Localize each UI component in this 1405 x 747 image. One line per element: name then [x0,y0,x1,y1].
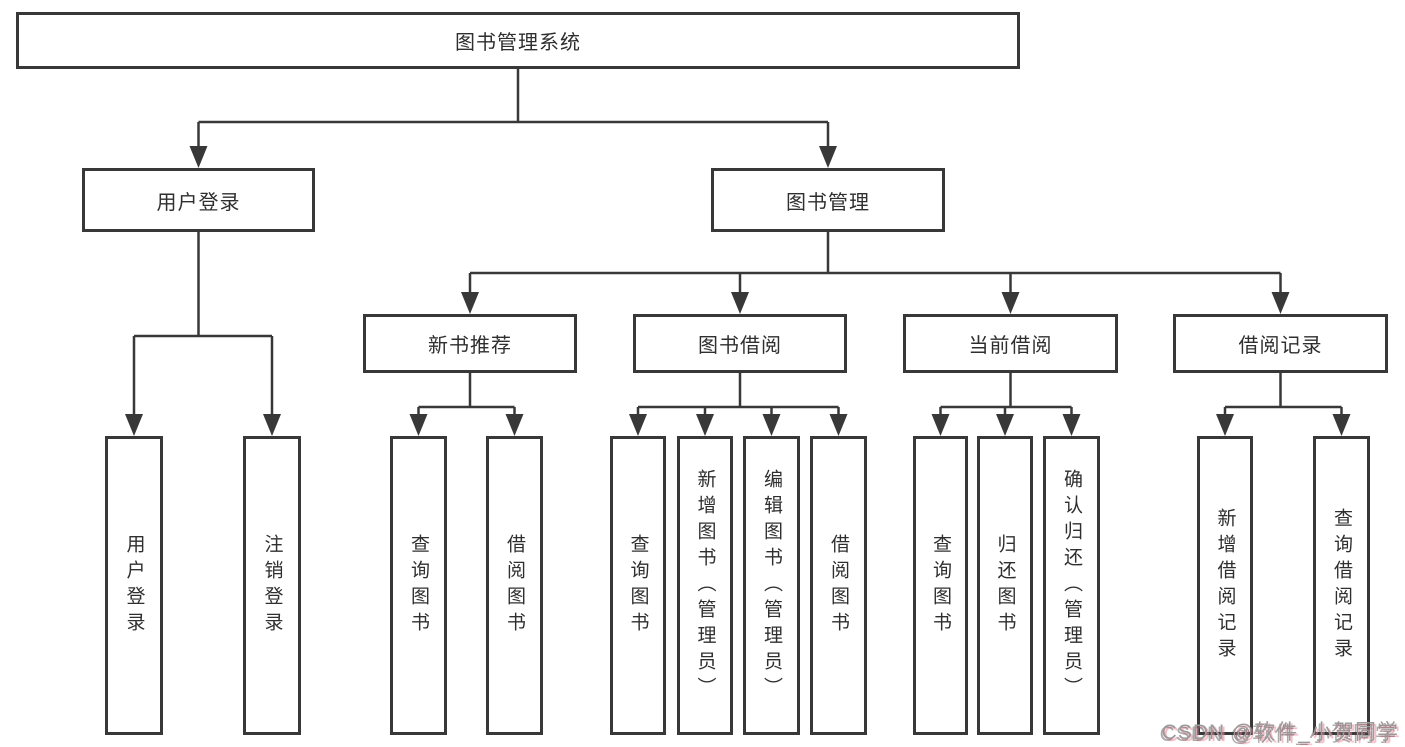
node-label: 查询图书 [627,533,649,638]
leaf-confirm-return-admin: 确认归还（管理员） [1043,436,1100,735]
node-label: 新书推荐 [428,335,512,357]
node-label: 确认归还（管理员） [1061,468,1082,703]
node-current-borrowing: 当前借阅 [903,314,1118,373]
node-label: 借阅记录 [1238,335,1323,357]
node-label: 当前借阅 [968,335,1053,357]
node-label: 归还图书 [994,533,1016,638]
leaf-edit-books-admin: 编辑图书（管理员） [743,436,800,735]
leaf-logout: 注销登录 [243,436,301,735]
leaf-query-borrow-record: 查询借阅记录 [1313,436,1370,735]
node-label: 借阅图书 [504,533,525,638]
node-library-management-system: 图书管理系统 [16,12,1020,69]
node-label: 图书管理 [786,191,870,214]
node-label: 查询图书 [930,533,951,638]
node-book-management: 图书管理 [711,168,945,232]
node-new-book-recommendation: 新书推荐 [363,314,577,373]
node-label: 图书借阅 [698,335,782,357]
leaf-add-books-admin: 新增图书（管理员） [677,436,733,735]
leaf-user-login: 用户登录 [105,436,163,735]
leaf-query-books-current: 查询图书 [913,436,968,735]
node-label: 编辑图书（管理员） [761,468,782,703]
node-label: 借阅图书 [828,533,849,638]
node-label: 用户登录 [123,533,145,638]
leaf-borrow-books: 借阅图书 [810,436,867,735]
node-label: 查询图书 [408,533,429,638]
leaf-query-books-recommend: 查询图书 [390,436,447,735]
node-label: 用户登录 [156,191,241,214]
node-book-borrowing: 图书借阅 [633,314,847,373]
leaf-return-books: 归还图书 [977,436,1033,735]
node-label: 新增图书（管理员） [694,468,716,703]
node-label: 图书管理系统 [455,32,581,54]
leaf-add-borrow-record: 新增借阅记录 [1197,436,1253,735]
node-label: 注销登录 [261,533,283,638]
node-user-login: 用户登录 [82,168,315,232]
node-borrowing-records: 借阅记录 [1173,314,1388,373]
node-label: 新增借阅记录 [1214,507,1236,664]
node-label: 查询借阅记录 [1331,507,1352,664]
leaf-query-books-borrow: 查询图书 [610,436,666,735]
csdn-watermark: CSDN @软件_小贺同学 [1161,721,1399,744]
leaf-borrow-books-recommend: 借阅图书 [486,436,543,735]
